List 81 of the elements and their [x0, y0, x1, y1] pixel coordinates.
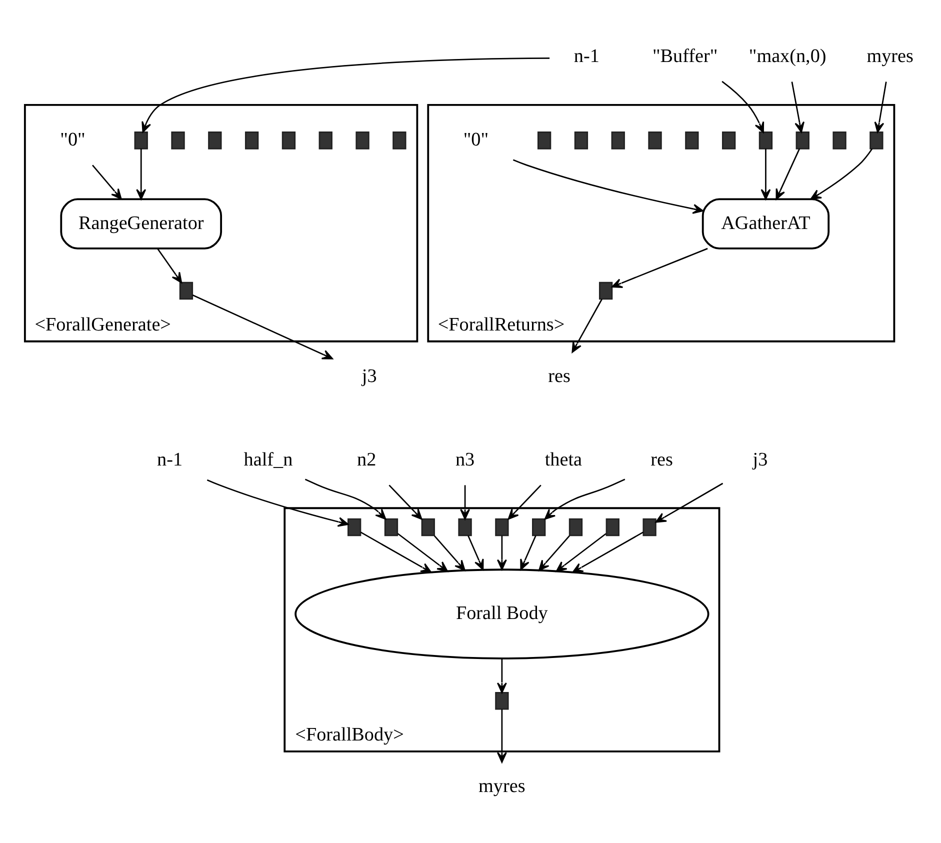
node-box — [611, 131, 625, 149]
node-box — [832, 131, 846, 149]
node-box — [318, 131, 332, 149]
node-box — [171, 131, 185, 149]
arrow — [512, 158, 704, 214]
node-box — [134, 131, 148, 149]
arrow — [206, 478, 349, 526]
node-box — [568, 518, 583, 536]
arrow — [655, 482, 724, 522]
arrow — [142, 57, 550, 132]
arrow — [434, 534, 466, 570]
node-box — [384, 518, 398, 536]
node-text: n3 — [455, 448, 475, 470]
node-box: AGatherAT — [702, 198, 830, 249]
arrow — [496, 708, 507, 762]
arrow — [157, 248, 182, 283]
node-text: "max(n,0) — [748, 46, 826, 67]
node-text: n-1 — [157, 448, 183, 470]
node-text: res — [650, 448, 674, 470]
arrow — [304, 478, 386, 520]
node-box — [179, 281, 194, 300]
node-ellipse: Forall Body — [294, 568, 710, 659]
arrow — [397, 532, 448, 572]
arrow — [192, 294, 333, 359]
node-box — [392, 131, 406, 149]
node-box — [598, 281, 613, 300]
node-box — [208, 131, 222, 149]
node-box — [574, 131, 588, 149]
arrow — [496, 658, 507, 693]
node-text: theta — [544, 448, 582, 470]
node-box — [244, 131, 259, 149]
arrow — [556, 532, 606, 572]
arrow — [496, 535, 507, 570]
arrow — [572, 298, 602, 352]
arrow — [468, 535, 484, 570]
node-box — [282, 131, 296, 149]
node-text: n-1 — [574, 46, 600, 67]
node-box — [532, 518, 546, 536]
arrow — [810, 148, 873, 200]
node-box — [495, 518, 509, 536]
node-box — [348, 518, 362, 536]
arrow — [722, 80, 764, 132]
arrow — [874, 81, 887, 132]
node-text: myres — [866, 46, 914, 67]
arrow — [136, 148, 146, 200]
arrow — [612, 247, 708, 288]
node-text: res — [548, 365, 570, 386]
node-text: j3 — [362, 365, 377, 386]
node-box — [356, 131, 370, 149]
node-text: "0" — [463, 129, 489, 150]
node-box — [458, 518, 472, 536]
node-box — [870, 131, 884, 149]
arrow — [538, 534, 570, 570]
node-box — [648, 131, 662, 149]
node-box — [685, 131, 699, 149]
node-box — [722, 131, 736, 149]
arrow — [760, 148, 771, 200]
node-box — [642, 518, 656, 536]
arrow — [572, 531, 644, 572]
arrow — [508, 484, 542, 520]
node-text: n2 — [357, 448, 376, 470]
node-text: myres — [478, 775, 526, 796]
node-box: RangeGenerator — [60, 198, 222, 249]
node-box — [421, 518, 435, 536]
arrow — [460, 484, 470, 520]
node-text: half_n — [244, 448, 293, 470]
node-box — [537, 131, 552, 149]
node-box — [758, 131, 773, 149]
arrow — [388, 484, 422, 520]
node-text: "Buffer" — [652, 46, 718, 67]
arrow — [520, 535, 536, 570]
arrow — [791, 81, 804, 132]
arrow — [360, 531, 432, 572]
arrow — [92, 164, 122, 200]
node-text: "0" — [60, 129, 86, 150]
arrow — [776, 148, 800, 200]
node-text: j3 — [752, 448, 768, 470]
node-box — [606, 518, 620, 536]
node-box — [495, 691, 509, 710]
node-box — [796, 131, 810, 149]
arrow — [544, 478, 626, 520]
